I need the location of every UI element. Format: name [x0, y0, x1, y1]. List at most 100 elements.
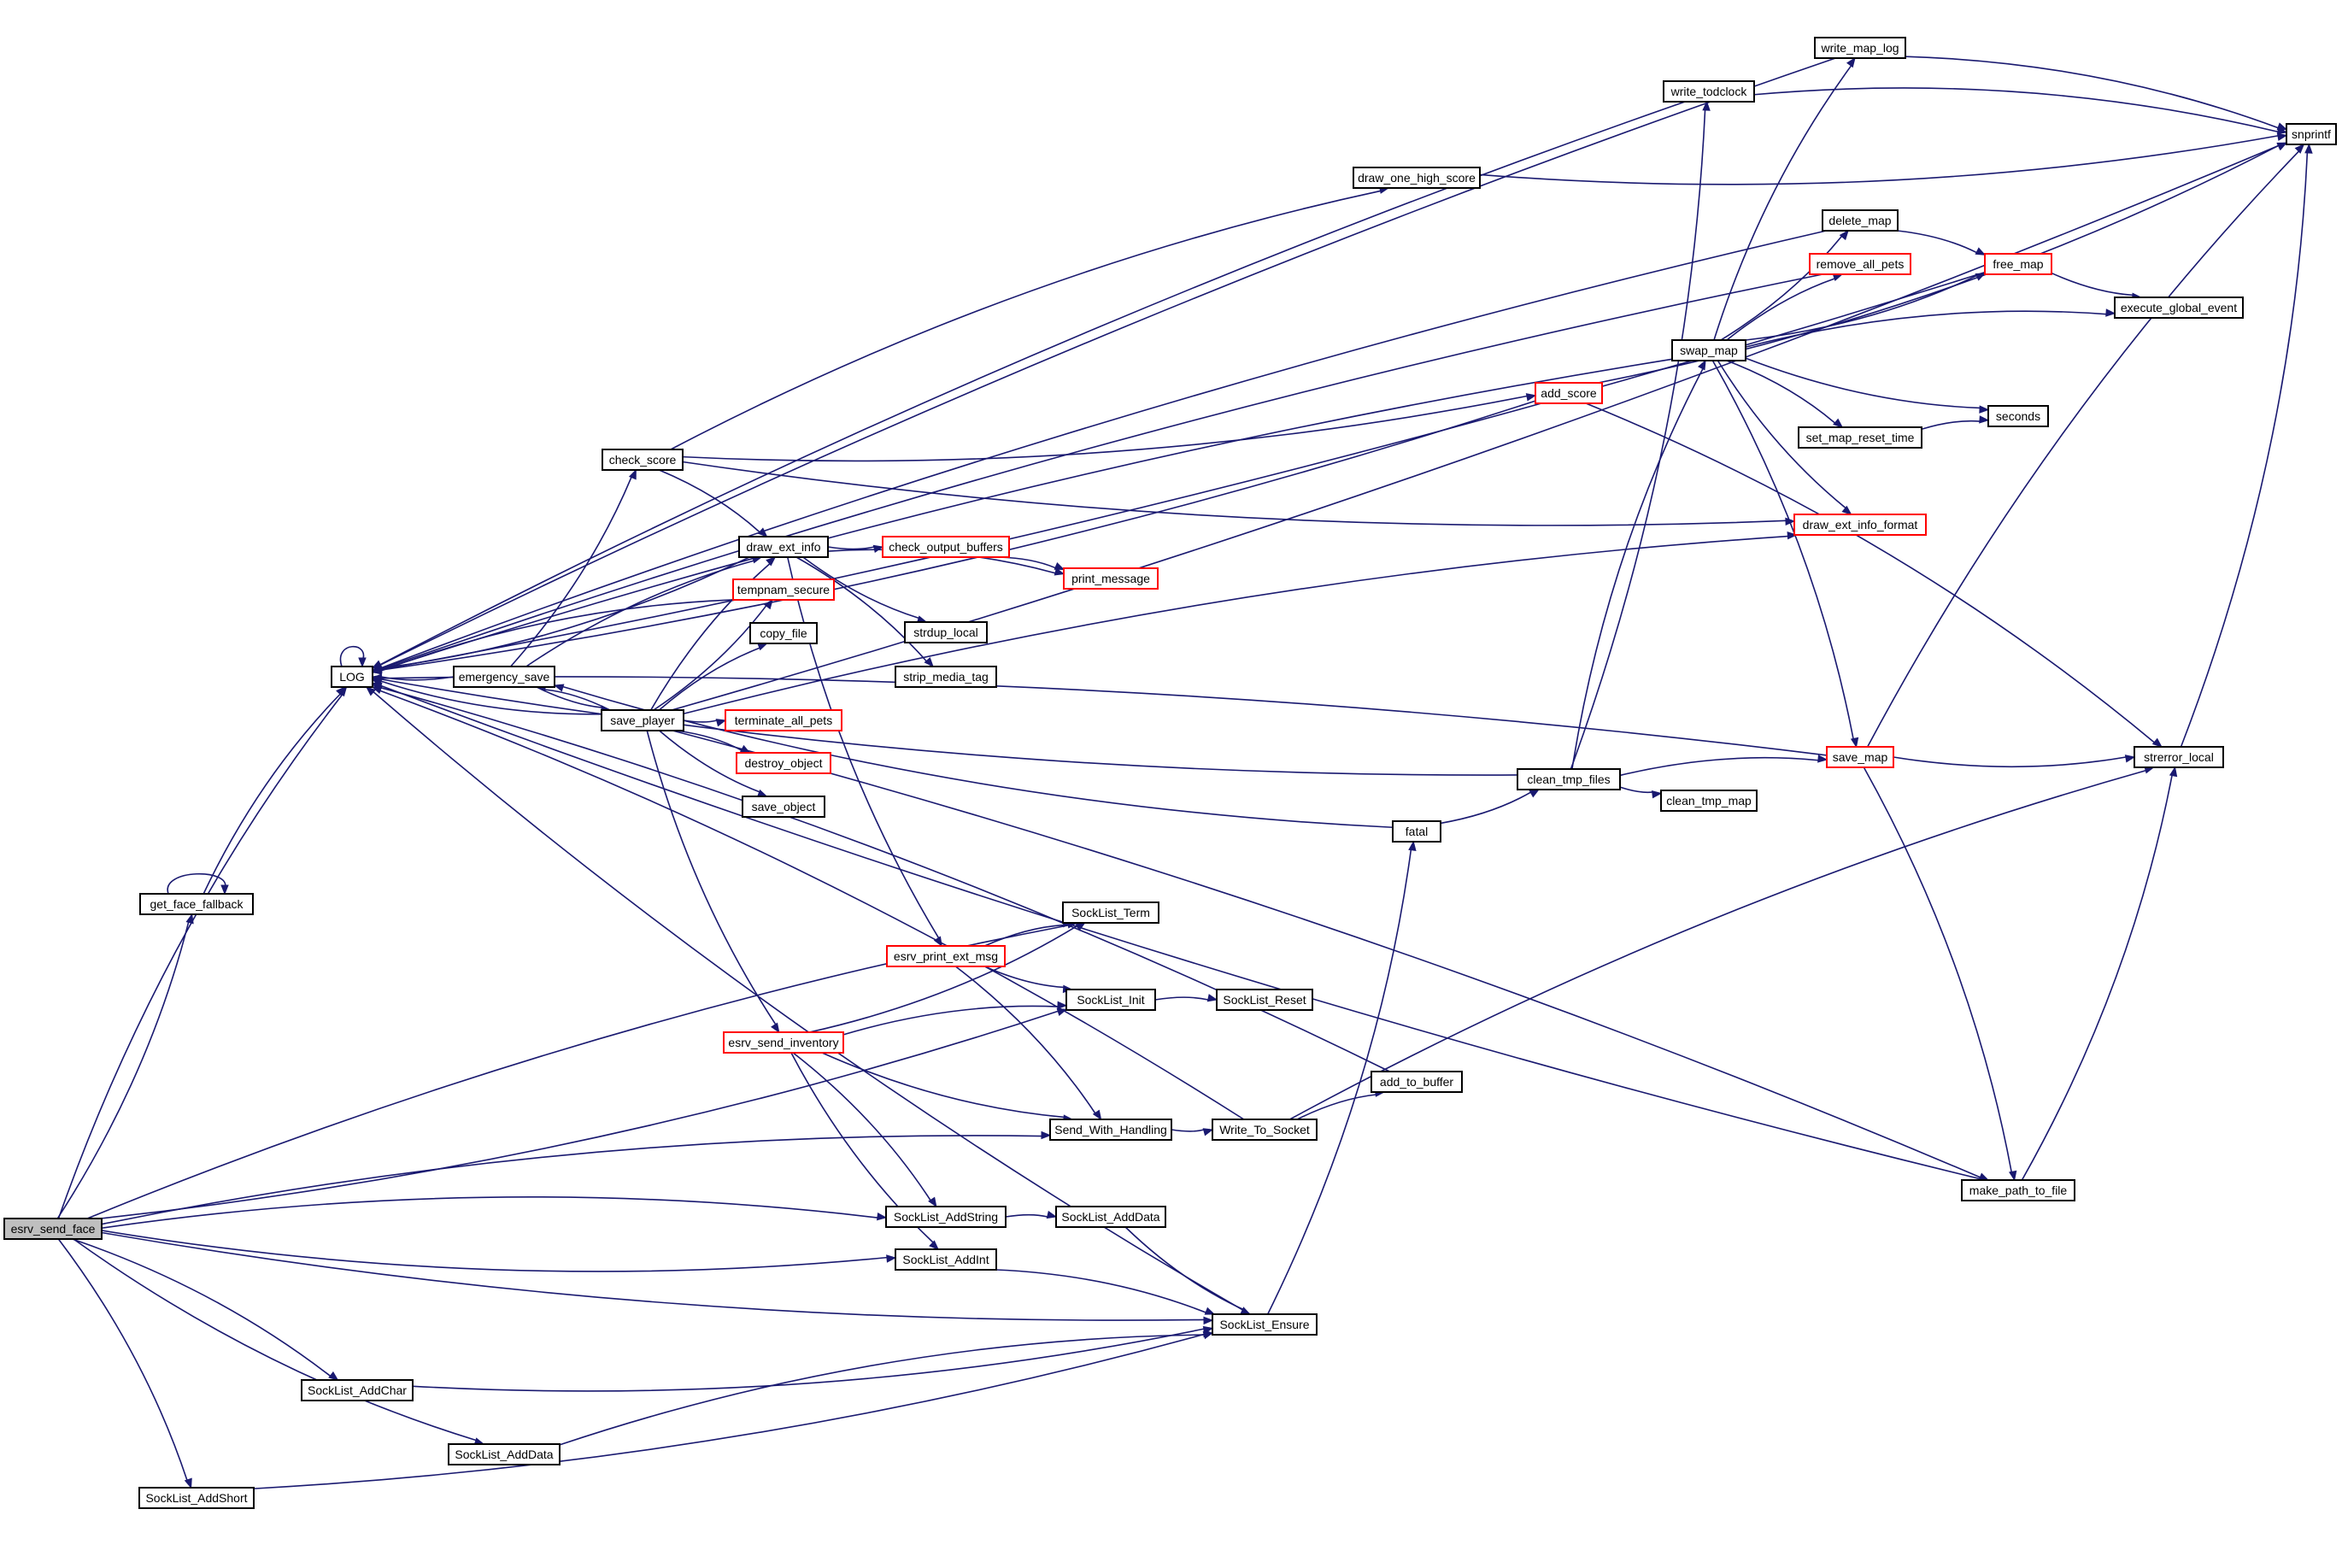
node-emergency_save[interactable]: emergency_save: [453, 666, 555, 688]
node-SockList_Init[interactable]: SockList_Init: [1065, 989, 1156, 1011]
edge-save_player-to-draw_ext_info_format: [683, 531, 1798, 715]
node-label: LOG: [339, 670, 365, 684]
node-SockList_AddInt[interactable]: SockList_AddInt: [895, 1248, 997, 1271]
edge-line: [559, 1334, 1205, 1446]
node-add_to_buffer[interactable]: add_to_buffer: [1371, 1071, 1463, 1093]
node-write_map_log[interactable]: write_map_log: [1814, 37, 1906, 59]
node-strerror_local[interactable]: strerror_local: [2134, 746, 2224, 768]
node-save_map[interactable]: save_map: [1826, 746, 1894, 768]
node-box: [1535, 382, 1603, 404]
node-check_score[interactable]: check_score: [602, 449, 684, 471]
node-label: clean_tmp_map: [1666, 794, 1752, 807]
edge-esrv_send_face-to-SockList_AddData_low: [73, 1238, 485, 1446]
node-label: set_map_reset_time: [1806, 431, 1915, 444]
node-SockList_AddString[interactable]: SockList_AddString: [885, 1206, 1007, 1228]
edge-esrv_send_face-to-get_face_fallback: [56, 913, 194, 1219]
node-strip_media_tag[interactable]: strip_media_tag: [895, 666, 997, 688]
node-SockList_AddData_mid[interactable]: SockList_AddData: [1055, 1206, 1166, 1228]
edge-arrowhead: [1054, 561, 1065, 570]
edge-arrowhead: [1833, 418, 1844, 428]
node-Send_With_Handling[interactable]: Send_With_Handling: [1049, 1119, 1172, 1141]
node-print_message[interactable]: print_message: [1063, 567, 1159, 590]
node-Write_To_Socket[interactable]: Write_To_Socket: [1212, 1119, 1318, 1141]
node-SockList_AddShort[interactable]: SockList_AddShort: [138, 1487, 255, 1509]
edge-fatal-to-clean_tmp_files: [1440, 789, 1541, 825]
node-copy_file[interactable]: copy_file: [749, 622, 818, 644]
node-esrv_send_face[interactable]: esrv_send_face: [3, 1218, 103, 1240]
node-box: [601, 709, 684, 731]
node-box: [138, 1487, 255, 1509]
node-label: save_object: [752, 800, 816, 813]
node-make_path_to_file[interactable]: make_path_to_file: [1961, 1179, 2075, 1201]
node-save_player[interactable]: save_player: [601, 709, 684, 731]
node-get_face_fallback[interactable]: get_face_fallback: [139, 893, 254, 915]
node-box: [1987, 405, 2049, 427]
node-clean_tmp_files[interactable]: clean_tmp_files: [1517, 768, 1621, 790]
node-draw_ext_info[interactable]: draw_ext_info: [738, 536, 829, 558]
node-remove_all_pets[interactable]: remove_all_pets: [1809, 253, 1911, 275]
node-box: [742, 796, 825, 818]
node-box: [1517, 768, 1621, 790]
edge-line: [1585, 402, 2155, 743]
edge-line: [380, 400, 1536, 671]
edge-SockList_Init-to-SockList_Reset: [1154, 994, 1218, 1002]
edge-esrv_print_ext_msg-to-SockList_Init: [984, 966, 1073, 994]
edge-line: [795, 556, 927, 662]
edge-line: [1619, 756, 1819, 777]
edge-line: [380, 678, 1518, 776]
node-SockList_Reset[interactable]: SockList_Reset: [1216, 989, 1313, 1011]
node-clean_tmp_map[interactable]: clean_tmp_map: [1660, 790, 1758, 812]
node-draw_one_high_score[interactable]: draw_one_high_score: [1353, 167, 1481, 189]
edge-line: [562, 685, 1394, 829]
node-swap_map[interactable]: swap_map: [1671, 339, 1746, 361]
node-label: add_score: [1541, 386, 1597, 400]
node-destroy_object[interactable]: destroy_object: [736, 752, 831, 774]
edge-arrowhead: [371, 673, 382, 682]
edge-arrowhead: [358, 657, 367, 668]
edge-draw_one_high_score-to-snprintf: [1479, 132, 2288, 185]
node-SockList_Ensure[interactable]: SockList_Ensure: [1212, 1313, 1318, 1336]
edge-line: [827, 546, 875, 550]
node-set_map_reset_time[interactable]: set_map_reset_time: [1798, 426, 1922, 449]
node-delete_map[interactable]: delete_map: [1822, 209, 1899, 232]
edge-line: [101, 1230, 888, 1272]
node-snprintf[interactable]: snprintf: [2286, 123, 2337, 145]
node-box: [886, 945, 1006, 967]
node-strdup_local[interactable]: strdup_local: [904, 621, 988, 643]
node-box: [749, 622, 818, 644]
edge-swap_map-to-LOG: [371, 358, 1673, 673]
node-box: [1809, 253, 1911, 275]
node-box: [1660, 790, 1758, 812]
node-tempnam_secure[interactable]: tempnam_secure: [732, 578, 835, 601]
edge-make_path_to_file-to-LOG: [371, 682, 1986, 1181]
node-SockList_Term[interactable]: SockList_Term: [1062, 901, 1159, 924]
node-execute_global_event[interactable]: execute_global_event: [2114, 297, 2244, 319]
edge-line: [1479, 135, 2279, 185]
edge-line: [1717, 360, 1846, 509]
edge-line: [101, 1135, 1042, 1225]
node-terminate_all_pets[interactable]: terminate_all_pets: [725, 709, 842, 731]
node-SockList_AddChar[interactable]: SockList_AddChar: [301, 1379, 414, 1401]
node-label: save_player: [610, 714, 675, 727]
node-esrv_send_inventory[interactable]: esrv_send_inventory: [723, 1031, 844, 1054]
node-draw_ext_info_format[interactable]: draw_ext_info_format: [1793, 514, 1927, 536]
node-fatal[interactable]: fatal: [1392, 820, 1441, 843]
edge-arrowhead: [1041, 1130, 1052, 1140]
edge-SockList_AddChar-to-SockList_Ensure: [412, 1325, 1214, 1392]
node-write_todclock[interactable]: write_todclock: [1663, 80, 1755, 103]
node-free_map[interactable]: free_map: [1984, 253, 2052, 275]
node-label: SockList_AddShort: [145, 1491, 247, 1505]
edge-SockList_AddString-to-SockList_AddData_mid: [1005, 1210, 1058, 1219]
node-LOG[interactable]: LOG: [331, 666, 373, 688]
edge-arrowhead: [1092, 1109, 1102, 1121]
edge-line: [658, 647, 760, 711]
edge-check_score-to-add_score: [682, 393, 1537, 462]
node-esrv_print_ext_msg[interactable]: esrv_print_ext_msg: [886, 945, 1006, 967]
node-add_score[interactable]: add_score: [1535, 382, 1603, 404]
node-save_object[interactable]: save_object: [742, 796, 825, 818]
node-check_output_buffers[interactable]: check_output_buffers: [882, 536, 1010, 558]
nodes-layer: esrv_send_face get_face_fallback LOG emerge…: [3, 37, 2337, 1509]
node-seconds[interactable]: seconds: [1987, 405, 2049, 427]
node-SockList_AddData_low[interactable]: SockList_AddData: [448, 1443, 561, 1465]
